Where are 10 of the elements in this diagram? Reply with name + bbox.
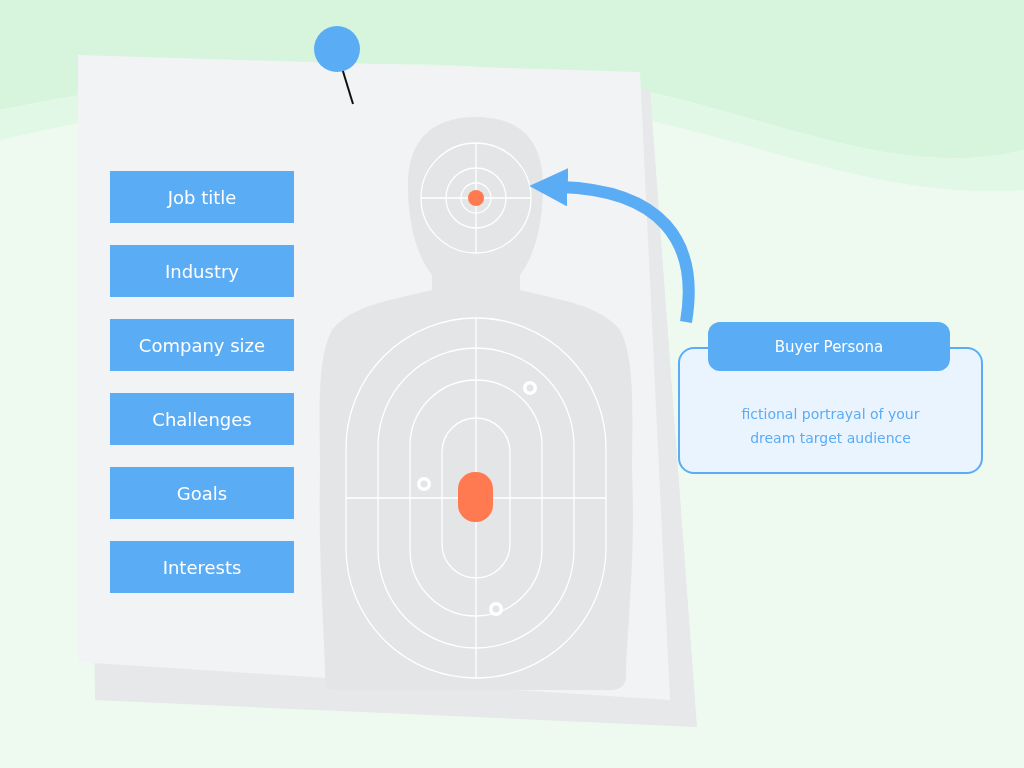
- description-text: fictional portrayal of your dream target audience: [740, 405, 921, 448]
- curved-arrow: [529, 168, 695, 323]
- attribute-tag: Challenges: [110, 393, 294, 445]
- attribute-tag: Interests: [110, 541, 294, 593]
- attribute-tag: Company size: [110, 319, 294, 371]
- persona-card: [678, 322, 983, 474]
- attribute-tag: Job title: [110, 171, 294, 223]
- attribute-tag: Industry: [110, 245, 294, 297]
- attribute-tag: Goals: [110, 467, 294, 519]
- card-header: Buyer Persona: [708, 322, 950, 371]
